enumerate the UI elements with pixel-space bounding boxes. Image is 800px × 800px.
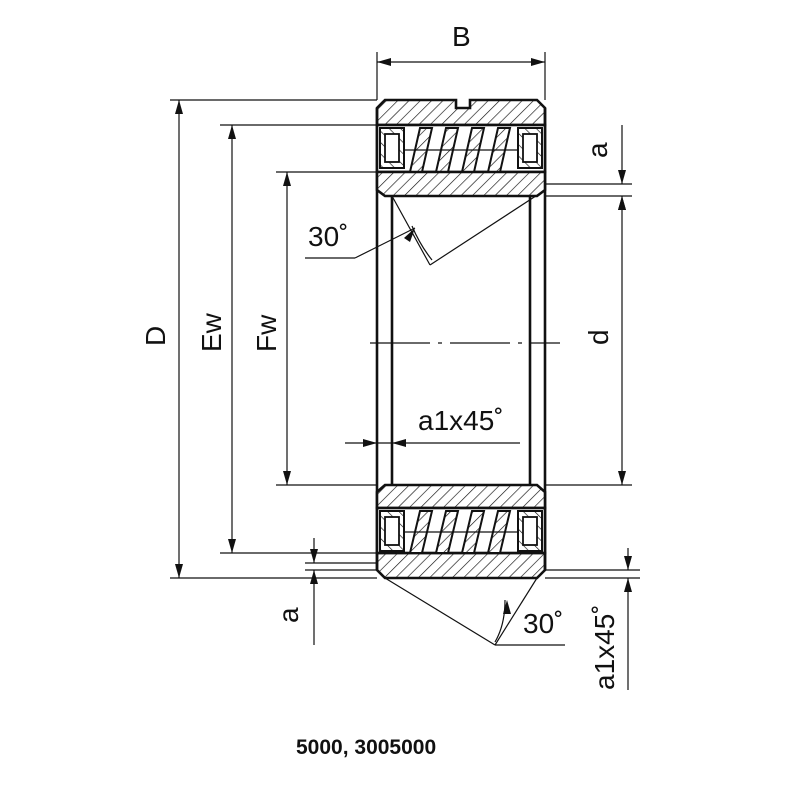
dimension-chamfer-inner xyxy=(345,439,520,447)
angle-30-top xyxy=(305,189,546,266)
outer-ring-bottom xyxy=(375,551,547,580)
dimension-ew xyxy=(220,124,377,554)
label-a-bottom: a xyxy=(273,607,304,623)
label-angle-top: 30˚ xyxy=(308,221,348,252)
caption: 5000, 3005000 xyxy=(296,736,436,759)
dimension-a-top xyxy=(545,125,632,210)
outer-ring-top xyxy=(375,98,547,127)
label-chamfer-outer: a1x45˚ xyxy=(589,604,620,690)
label-d: d xyxy=(583,329,614,345)
label-Ew: Ew xyxy=(196,312,227,352)
inner-ring-bottom xyxy=(375,483,547,510)
label-a-top: a xyxy=(582,142,613,158)
bearing-section xyxy=(370,98,560,580)
angle-30-bottom xyxy=(384,577,565,646)
dimension-d-outer xyxy=(170,99,377,579)
label-b: B xyxy=(452,21,471,52)
rollers-bottom xyxy=(379,510,543,554)
dimension-a-bottom xyxy=(305,538,377,645)
label-D: D xyxy=(140,326,171,346)
label-angle-bottom: 30˚ xyxy=(523,608,563,639)
label-Fw: Fw xyxy=(251,314,282,352)
label-chamfer-inner: a1x45˚ xyxy=(418,405,504,436)
dimension-b xyxy=(376,52,546,100)
dimension-chamfer-outer xyxy=(545,548,640,690)
inner-ring-top xyxy=(375,170,547,198)
dimension-fw xyxy=(276,171,377,486)
